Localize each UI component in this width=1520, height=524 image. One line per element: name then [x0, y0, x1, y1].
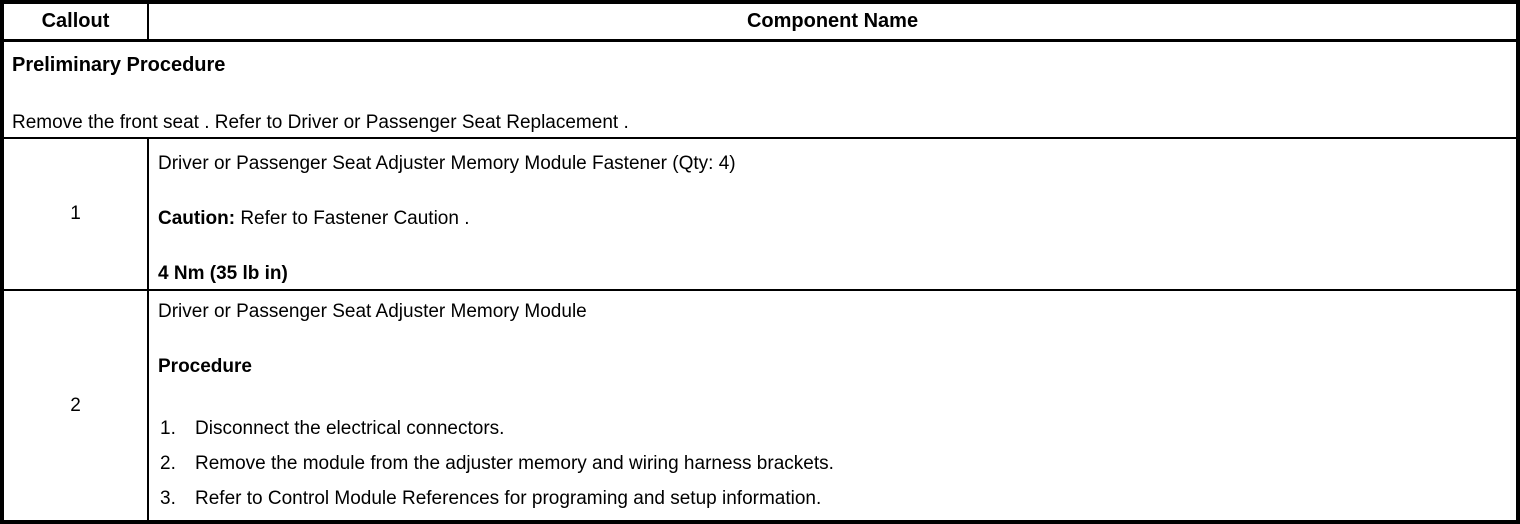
- caution-note: Caution: Refer to Fastener Caution .: [158, 208, 1508, 230]
- torque-spec: 4 Nm (35 lb in): [158, 263, 288, 284]
- header-row: Callout Component Name: [1, 1, 1519, 42]
- component-description: Driver or Passenger Seat Adjuster Memory…: [158, 153, 736, 174]
- caution-text: Refer to Fastener Caution .: [235, 208, 470, 229]
- callout-column-header: Callout: [1, 1, 149, 42]
- preliminary-procedure-row: Preliminary Procedure Remove the front s…: [1, 39, 1519, 139]
- step-text: Refer to Control Module References for p…: [195, 488, 822, 509]
- procedure-step: 2. Remove the module from the adjuster m…: [160, 446, 1508, 481]
- caution-label: Caution:: [158, 208, 236, 229]
- table-row-module: 2 Driver or Passenger Seat Adjuster Memo…: [1, 289, 1519, 523]
- component-description: Driver or Passenger Seat Adjuster Memory…: [158, 301, 587, 322]
- procedure-step: 3. Refer to Control Module References fo…: [160, 481, 1508, 516]
- preliminary-procedure-title: Preliminary Procedure: [12, 53, 226, 76]
- callout-number-1: 1: [1, 137, 149, 291]
- step-number: 3.: [160, 488, 176, 509]
- step-number: 1.: [160, 418, 176, 439]
- procedure-heading: Procedure: [158, 356, 252, 377]
- component-cell-fastener: Driver or Passenger Seat Adjuster Memory…: [147, 137, 1519, 291]
- step-number: 2.: [160, 453, 176, 474]
- procedure-steps: 1. Disconnect the electrical connectors.…: [160, 411, 1508, 516]
- preliminary-procedure-text: Remove the front seat . Refer to Driver …: [12, 111, 629, 133]
- component-cell-module: Driver or Passenger Seat Adjuster Memory…: [147, 289, 1519, 523]
- table-row-fastener: 1 Driver or Passenger Seat Adjuster Memo…: [1, 137, 1519, 291]
- step-text: Remove the module from the adjuster memo…: [195, 453, 834, 474]
- procedure-step: 1. Disconnect the electrical connectors.: [160, 411, 1508, 446]
- component-name-column-header: Component Name: [147, 1, 1519, 42]
- callout-number-2: 2: [1, 289, 149, 523]
- preliminary-procedure-cell: Preliminary Procedure Remove the front s…: [1, 39, 1519, 139]
- step-text: Disconnect the electrical connectors.: [195, 418, 505, 439]
